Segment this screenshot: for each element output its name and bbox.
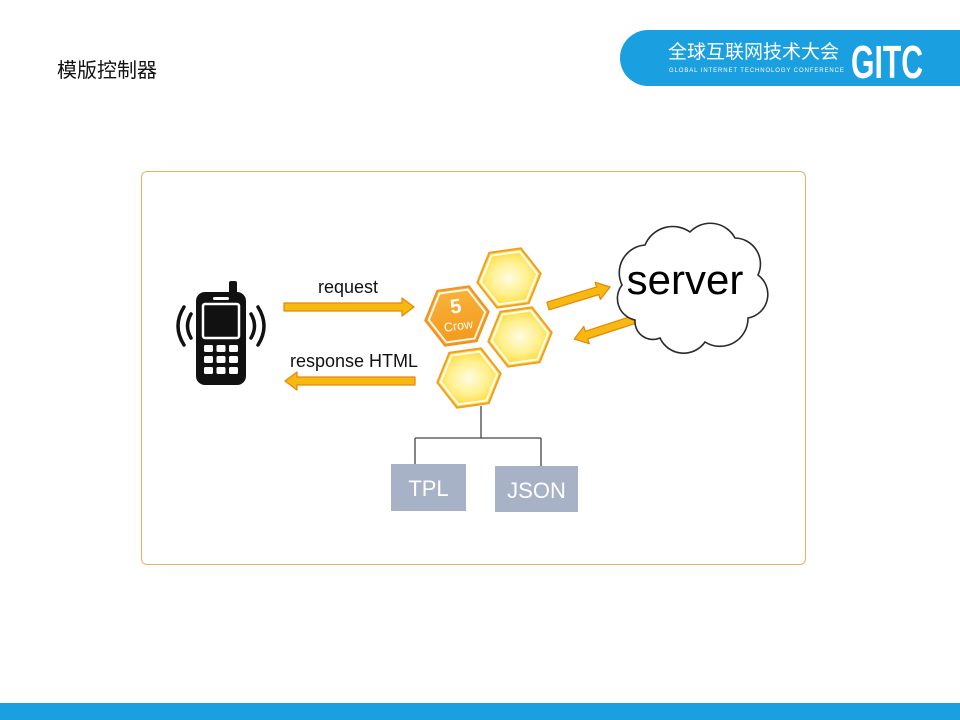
- output-tpl: TPL: [391, 464, 466, 511]
- to-server-arrow: [546, 281, 611, 311]
- server-label: server: [627, 256, 744, 303]
- mobile-phone-icon: [176, 281, 266, 385]
- output-label-tpl: TPL: [408, 476, 448, 501]
- request-label: request: [318, 277, 378, 297]
- signal-wave-left-inner: [185, 312, 193, 340]
- output-label-json: JSON: [507, 478, 566, 503]
- keypad-key: [216, 367, 226, 374]
- keypad-key: [229, 345, 238, 352]
- keypad-key: [204, 356, 213, 363]
- phone-speaker: [213, 297, 229, 300]
- hex-core: 5 Crow: [424, 285, 490, 347]
- brand-name-en: GLOBAL INTERNET TECHNOLOGY CONFERENCE: [669, 68, 845, 74]
- response-label: response HTML: [290, 351, 418, 371]
- keypad-key: [216, 345, 226, 352]
- request-arrow: [283, 297, 415, 317]
- hex-cell-top: [476, 247, 542, 309]
- keypad-key: [229, 367, 238, 374]
- brand-banner: 全球互联网技术大会 GLOBAL INTERNET TECHNOLOGY CON…: [620, 30, 960, 86]
- core-number: 5: [449, 295, 463, 318]
- output-json: JSON: [495, 466, 578, 512]
- keypad-key: [229, 356, 238, 363]
- output-tree: [414, 406, 542, 466]
- phone-keypad: [204, 345, 238, 374]
- hex-cell-right: [487, 306, 553, 368]
- keypad-key: [204, 367, 213, 374]
- signal-wave-left-outer: [176, 305, 186, 347]
- signal-wave-right-outer: [256, 305, 266, 347]
- brand-name-cn: 全球互联网技术大会: [668, 42, 840, 63]
- slide-title: 模版控制器: [57, 60, 157, 82]
- signal-wave-right-inner: [249, 312, 257, 340]
- output-box-json: [495, 466, 578, 512]
- diagram-frame: [141, 171, 806, 565]
- bottom-bar: [0, 703, 960, 720]
- from-server-arrow: [573, 314, 638, 345]
- brand-logo: GITC: [851, 36, 923, 85]
- cloud-icon: server: [616, 222, 769, 354]
- hex-cell-bottom: [436, 347, 502, 409]
- server-cloud: [616, 222, 769, 354]
- honeycomb: 5 Crow: [424, 247, 553, 409]
- response-arrow: [284, 371, 416, 391]
- phone-screen: [201, 302, 241, 340]
- keypad-key: [216, 356, 226, 363]
- output-box-tpl: [391, 464, 466, 511]
- brand-logo-text: GITC: [851, 36, 923, 85]
- core-name: Crow: [443, 317, 475, 335]
- keypad-key: [204, 345, 213, 352]
